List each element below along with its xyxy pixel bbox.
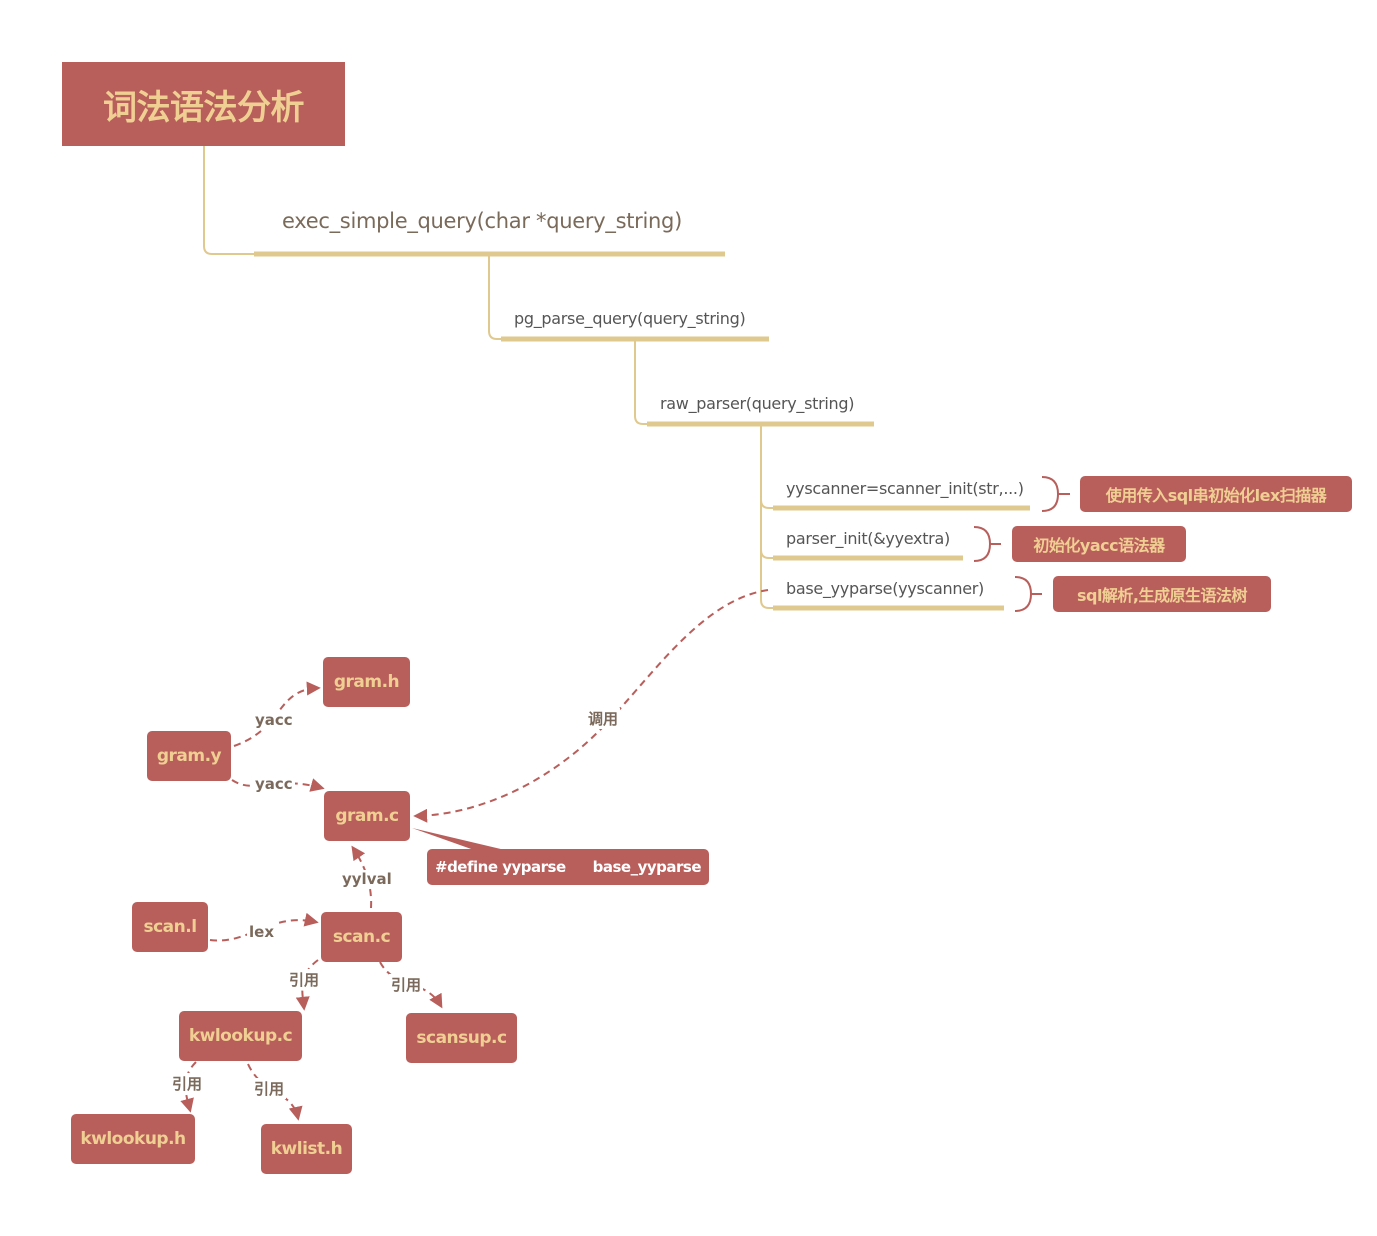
node-gram-y[interactable]: gram.y xyxy=(147,731,231,781)
node-gram-c[interactable]: gram.c xyxy=(324,791,410,841)
node-scan-l[interactable]: scan.l xyxy=(132,902,208,952)
define-callout[interactable]: #define yyparse base_yyparse xyxy=(427,849,709,885)
node-scan-c[interactable]: scan.c xyxy=(321,912,402,962)
edge-label-lex: lex xyxy=(247,923,276,941)
node-kwlist-h[interactable]: kwlist.h xyxy=(261,1124,352,1174)
node-kwlookup-c[interactable]: kwlookup.c xyxy=(179,1011,302,1061)
edge-label-ref-4: 引用 xyxy=(252,1078,287,1099)
edge-label-yacc-c: yacc xyxy=(253,775,295,793)
edge-label-ref-2: 引用 xyxy=(389,974,424,995)
branch-raw-steps xyxy=(760,424,775,609)
edge-label-ref-3: 引用 xyxy=(170,1073,205,1094)
node-scansup-c[interactable]: scansup.c xyxy=(406,1013,517,1063)
pg-parse-query-label[interactable]: pg_parse_query(query_string) xyxy=(514,309,746,328)
node-gram-h[interactable]: gram.h xyxy=(323,657,410,707)
brace-3 xyxy=(1014,576,1042,612)
callout-pointer xyxy=(412,828,505,850)
root-topic[interactable]: 词法语法分析 xyxy=(62,62,345,146)
note-scanner-init[interactable]: 使用传入sql串初始化lex扫描器 xyxy=(1080,476,1352,512)
edge-label-yylval: yylval xyxy=(340,870,394,888)
edge-label-ref-1: 引用 xyxy=(287,969,322,990)
edge-label-call: 调用 xyxy=(586,708,621,729)
raw-parser-label[interactable]: raw_parser(query_string) xyxy=(660,394,855,413)
branch-exec-pgparse xyxy=(488,254,503,340)
note-parser-init[interactable]: 初始化yacc语法器 xyxy=(1012,526,1186,562)
branch-root-exec xyxy=(203,146,256,255)
brace-1 xyxy=(1041,476,1070,512)
branch-step-2 xyxy=(760,549,775,559)
note-base-yyparse[interactable]: sql解析,生成原生语法树 xyxy=(1053,576,1271,612)
scanner-init-label[interactable]: yyscanner=scanner_init(str,...) xyxy=(786,479,1024,498)
define-callout-left: #define yyparse xyxy=(435,858,566,876)
node-kwlookup-h[interactable]: kwlookup.h xyxy=(71,1114,195,1164)
edge-call xyxy=(413,589,769,823)
branch-pgparse-raw xyxy=(634,339,649,425)
brace-2 xyxy=(973,526,1001,562)
base-yyparse-label[interactable]: base_yyparse(yyscanner) xyxy=(786,579,984,598)
parser-init-label[interactable]: parser_init(&yyextra) xyxy=(786,529,950,548)
branch-step-1 xyxy=(760,499,775,509)
edge-yacc-h xyxy=(233,681,321,747)
exec-simple-query-label[interactable]: exec_simple_query(char *query_string) xyxy=(282,209,682,233)
edge-label-yacc-h: yacc xyxy=(253,711,295,729)
define-callout-right: base_yyparse xyxy=(592,858,702,876)
